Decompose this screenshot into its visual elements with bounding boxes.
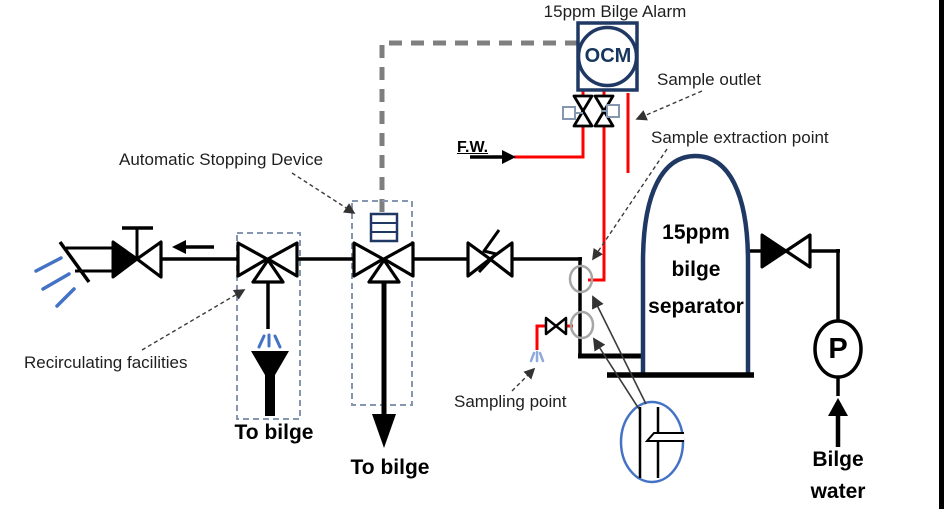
recirculating-arrow: [141, 289, 246, 351]
asd-actuator: [369, 212, 399, 243]
red-sample-lines: [514, 90, 630, 350]
fresh-water-label: F.W.: [457, 139, 489, 156]
funnel-spray-icon: [257, 333, 282, 349]
to-bilge-center-label: To bilge: [350, 456, 430, 479]
sample-outlet-label: Sample outlet: [657, 70, 761, 89]
separator-label-line3: separator: [648, 295, 744, 318]
asd-arrow: [291, 172, 356, 214]
ocm-isolating-valves: [572, 94, 615, 128]
annotation-arrows: [141, 90, 703, 392]
fresh-water-arrow: [470, 150, 516, 164]
sample-extraction-point-label: Sample extraction point: [651, 128, 829, 147]
diagram-title: 15ppm Bilge Alarm: [543, 2, 687, 21]
separator-label-line2: bilge: [671, 258, 721, 281]
sample-probe-icon: [644, 432, 684, 442]
extraction-point-circle-upper: [568, 264, 594, 294]
page-border-right: [939, 0, 944, 509]
sample-extraction-arrow: [592, 148, 668, 261]
ocm-label: OCM: [584, 45, 632, 67]
to-bilge-left-label: To bilge: [234, 421, 314, 444]
sampling-point-arrow: [511, 367, 536, 392]
bilge-water-line2: water: [810, 480, 866, 503]
automatic-stopping-device-label: Automatic Stopping Device: [119, 150, 324, 169]
pump-symbol: [813, 319, 863, 379]
pump-label: P: [828, 333, 848, 365]
ocm-unit: [576, 21, 639, 92]
bilge-water-inlet-arrow: [828, 398, 848, 447]
recirculating-enclosure-box: [236, 232, 301, 420]
stop-valve: [111, 226, 163, 279]
bilge-water-line1: Bilge: [812, 448, 864, 471]
sample-feed-line: [588, 125, 606, 282]
sampling-line-b: [535, 324, 546, 350]
overboard-discharge-icon: [34, 240, 113, 308]
non-return-valve: [466, 229, 514, 278]
recirculating-facilities-label: Recirculating facilities: [24, 353, 188, 372]
bilge-water-label: Bilge water: [798, 444, 878, 508]
bilge-funnel-icon: [251, 333, 289, 416]
valve-actuator-squares: [562, 104, 620, 120]
discharge-spray-icon: [34, 256, 76, 308]
separator-label: 15ppm bilge separator: [640, 214, 752, 325]
extraction-point-circle-lower: [569, 310, 595, 340]
recirculating-three-way-valve: [236, 241, 299, 284]
fresh-water-flush-line: [514, 125, 585, 159]
ocm-signal-line: [379, 40, 578, 212]
probe-callout-arrows: [592, 295, 647, 410]
sampling-spray-icon: [529, 350, 545, 363]
sampling-point-valve: [544, 316, 568, 336]
separator-label-line1: 15ppm: [662, 221, 730, 244]
main-discharge-pipe: [161, 257, 646, 359]
probe-detail-bubble: [619, 400, 685, 484]
bilge-separator-vessel: [640, 153, 751, 374]
to-bilge-arrow: [372, 282, 396, 448]
pump-suction-pipe: [748, 249, 840, 396]
check-valve: [760, 233, 812, 269]
sampling-point-label: Sampling point: [454, 392, 567, 411]
asd-three-way-valve: [352, 241, 415, 284]
sample-outlet-arrow: [635, 90, 703, 121]
flow-direction-arrow: [172, 240, 214, 254]
